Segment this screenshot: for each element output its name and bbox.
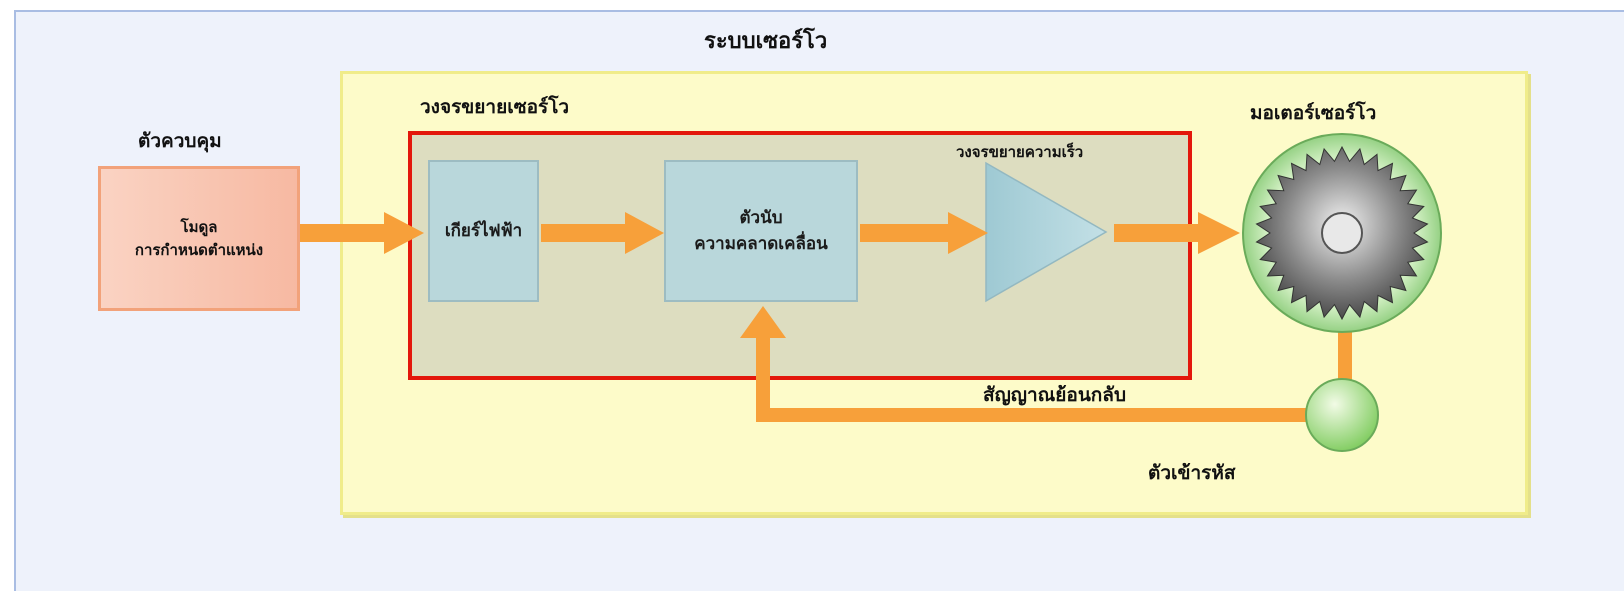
controller-label: ตัวควบคุม: [138, 130, 222, 152]
forward-arrows: [300, 212, 1240, 254]
servo-amplifier-label: วงจรขยายเซอร์โว: [420, 96, 570, 118]
electronic-gear-block: เกียร์ไฟฟ้า: [428, 160, 539, 302]
system-title: ระบบเซอร์โว: [704, 29, 828, 54]
arrow-amp-to-motor: [1114, 212, 1240, 254]
module-line-2: การกำหนดตำแหน่ง: [134, 240, 264, 259]
speed-amplifier-label: วงจรขยายความเร็ว: [956, 143, 1084, 161]
feedback-label: สัญญาณย้อนกลับ: [983, 384, 1127, 406]
feedback-arrow: [740, 306, 1352, 422]
positioning-module: โมดูล การกำหนดตำแหน่ง: [98, 166, 300, 311]
speed-amplifier-triangle: [985, 161, 1108, 303]
arrow-counter-to-amp: [860, 212, 988, 254]
deviation-counter-block: ตัวนับ ความคลาดเคลื่อน: [664, 160, 858, 302]
arrow-gear-to-counter: [541, 212, 664, 254]
servo-motor-icon: [1242, 133, 1442, 333]
arrow-module-to-gear: [300, 212, 424, 254]
deviation-counter-line-1: ตัวนับ: [739, 208, 783, 228]
deviation-counter-line-2: ความคลาดเคลื่อน: [694, 234, 828, 254]
servo-motor-label: มอเตอร์เซอร์โว: [1250, 102, 1377, 124]
electronic-gear-label: เกียร์ไฟฟ้า: [444, 221, 523, 241]
module-line-1: โมดูล: [180, 217, 218, 236]
encoder-icon: [1305, 378, 1379, 452]
encoder-label: ตัวเข้ารหัส: [1148, 462, 1236, 484]
